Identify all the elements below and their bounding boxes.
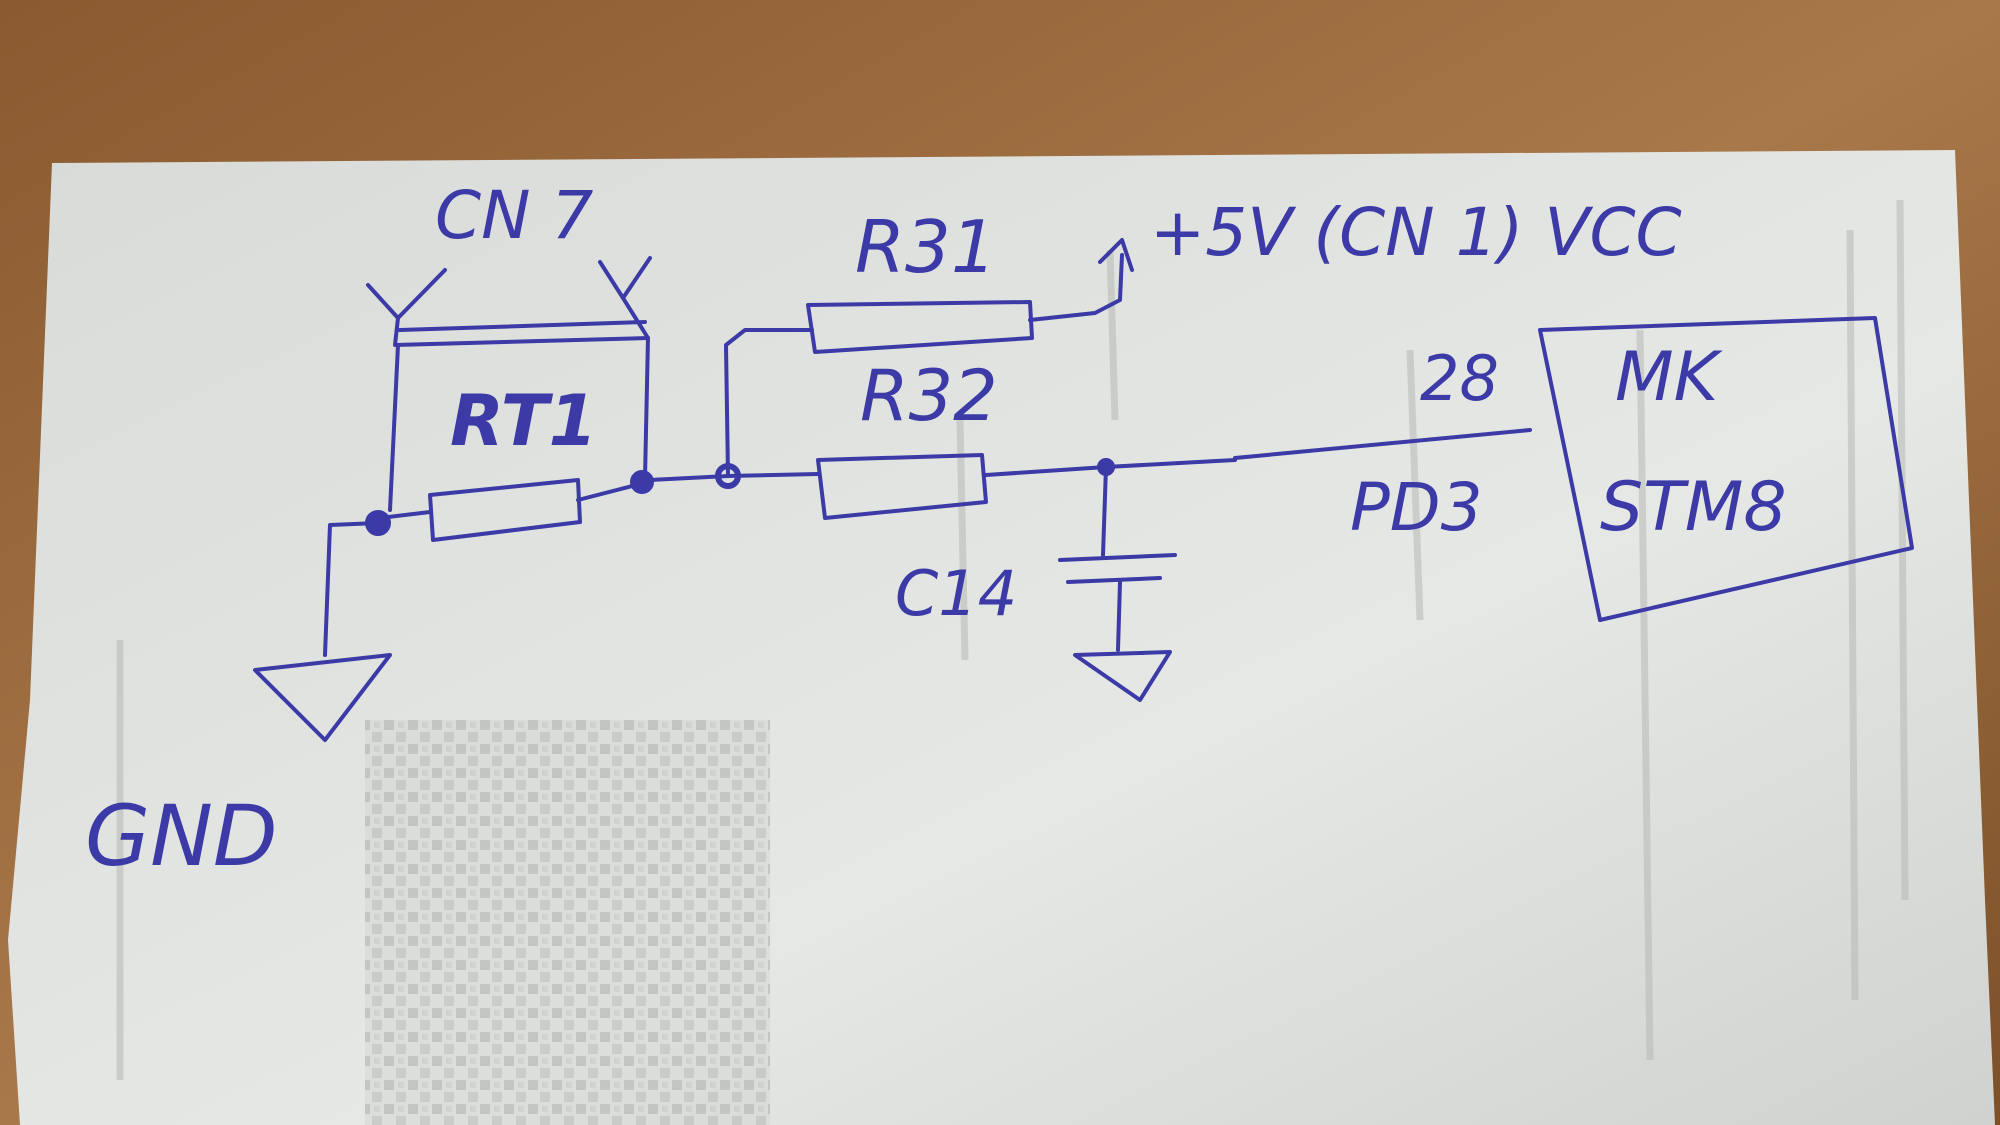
label-pd3: PD3 bbox=[1350, 469, 1483, 546]
ground-symbol bbox=[253, 521, 392, 742]
wire-to-pd3 bbox=[1233, 428, 1532, 460]
mcu-block bbox=[1538, 316, 1914, 622]
label-pin-28: 28 bbox=[1420, 342, 1499, 415]
resistor-r31 bbox=[806, 238, 1134, 354]
label-supply: +5V (CN 1) VCC bbox=[1150, 194, 1682, 271]
label-mcu-stm8: STM8 bbox=[1600, 468, 1787, 547]
junction-dot-rt1 bbox=[630, 470, 654, 494]
receipt-print-background bbox=[116, 199, 1909, 1125]
label-r31: R31 bbox=[855, 205, 997, 289]
qr-code-shadow bbox=[365, 720, 770, 1125]
schematic bbox=[253, 238, 1914, 742]
label-mcu-mk: MK bbox=[1615, 338, 1724, 417]
label-gnd: GND bbox=[85, 787, 278, 885]
label-rt1: RT1 bbox=[450, 380, 597, 462]
connector-cn7 bbox=[366, 256, 652, 512]
paper-sheet bbox=[8, 150, 1995, 1125]
label-cn7: CN 7 bbox=[435, 177, 593, 254]
capacitor-c14 bbox=[1058, 465, 1177, 702]
label-c14: C14 bbox=[895, 557, 1017, 630]
label-r32: R32 bbox=[860, 355, 998, 437]
wire-junction-to-r31 bbox=[724, 328, 814, 478]
